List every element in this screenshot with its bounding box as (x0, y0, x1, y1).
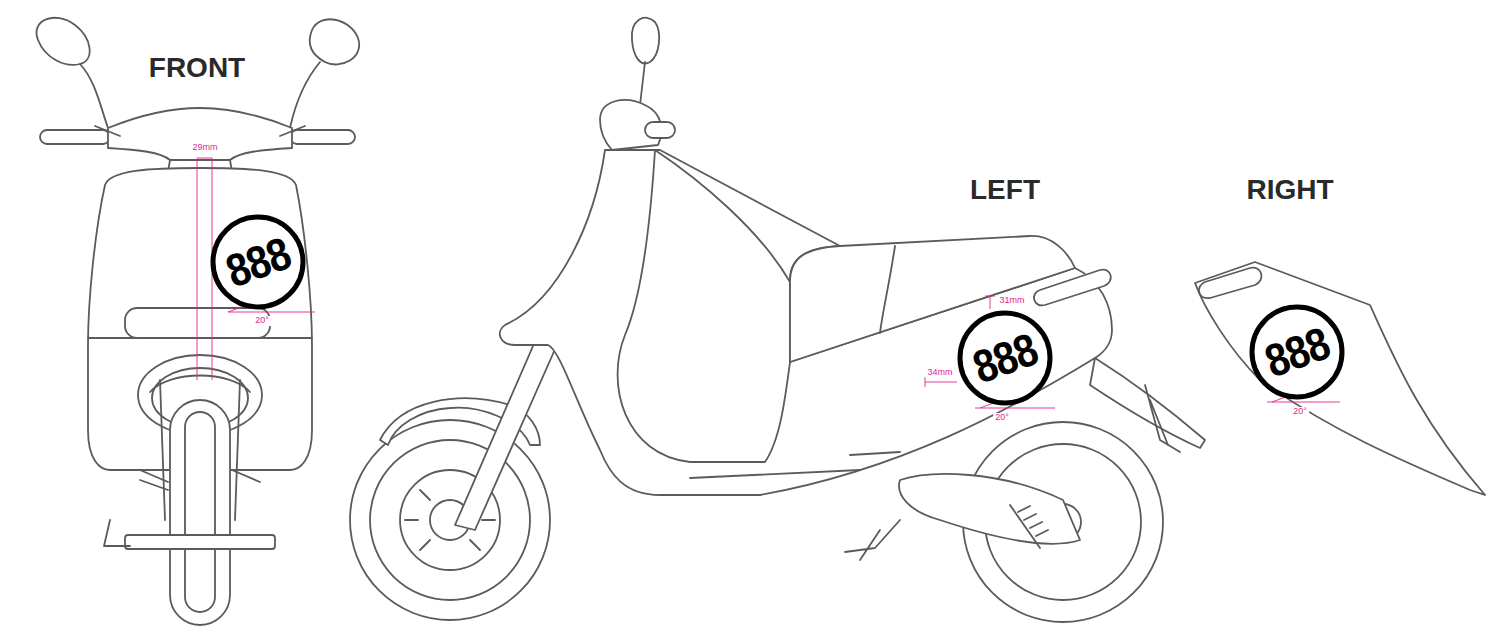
swingarm (899, 474, 1080, 544)
rear-panel (1195, 262, 1485, 495)
number-circle: 888 (210, 214, 306, 310)
circle-outline (1252, 307, 1342, 397)
grab-handle (1034, 270, 1111, 306)
dimension: 29mm (190, 143, 219, 153)
plate-bracket (1145, 385, 1180, 452)
left-view (350, 18, 1205, 622)
mirror (310, 19, 360, 64)
handlebar-cover (108, 108, 292, 160)
fork (455, 330, 560, 530)
dimension-line (197, 158, 212, 380)
dimension-line (985, 296, 995, 309)
fender (150, 376, 250, 393)
circle-outline (960, 313, 1050, 403)
mirror (632, 18, 659, 64)
mirror (36, 18, 89, 65)
seat-seam (880, 246, 895, 333)
mirror-stem (290, 62, 320, 128)
stand (104, 520, 130, 546)
dimension-line (925, 377, 957, 387)
shock (1010, 505, 1048, 548)
angle: 20° (253, 316, 271, 326)
view-heading: RIGHT (1246, 175, 1333, 206)
center-stand (845, 520, 900, 560)
number-circle: 888 (957, 310, 1053, 406)
brake-disc (140, 470, 260, 490)
body (500, 150, 1112, 495)
front-tyre (350, 420, 550, 620)
front-view (36, 18, 359, 625)
leg-shield-inner (618, 150, 790, 462)
front-rim (370, 440, 530, 600)
dimension: 31mm (997, 296, 1026, 306)
floor-trim (690, 452, 900, 478)
circle-outline (213, 217, 303, 307)
footboard (125, 535, 275, 549)
grip (40, 130, 110, 144)
front-tyre (170, 400, 230, 625)
grip (290, 130, 355, 144)
grab-handle (1199, 268, 1261, 299)
rear-fender (1090, 358, 1205, 448)
right-view (1195, 262, 1485, 495)
view-heading: FRONT (149, 53, 245, 84)
headlight (125, 308, 270, 338)
brake-lever (95, 126, 305, 136)
mirror-stem (640, 62, 645, 105)
number-circle: 888 (1249, 304, 1345, 400)
angle: 20° (1291, 407, 1309, 417)
dimension: 34mm (925, 368, 954, 378)
mirror-stem (80, 64, 108, 128)
front-tyre (185, 412, 215, 612)
view-heading: LEFT (970, 175, 1040, 206)
angle: 20° (993, 413, 1011, 423)
grip (645, 122, 675, 138)
